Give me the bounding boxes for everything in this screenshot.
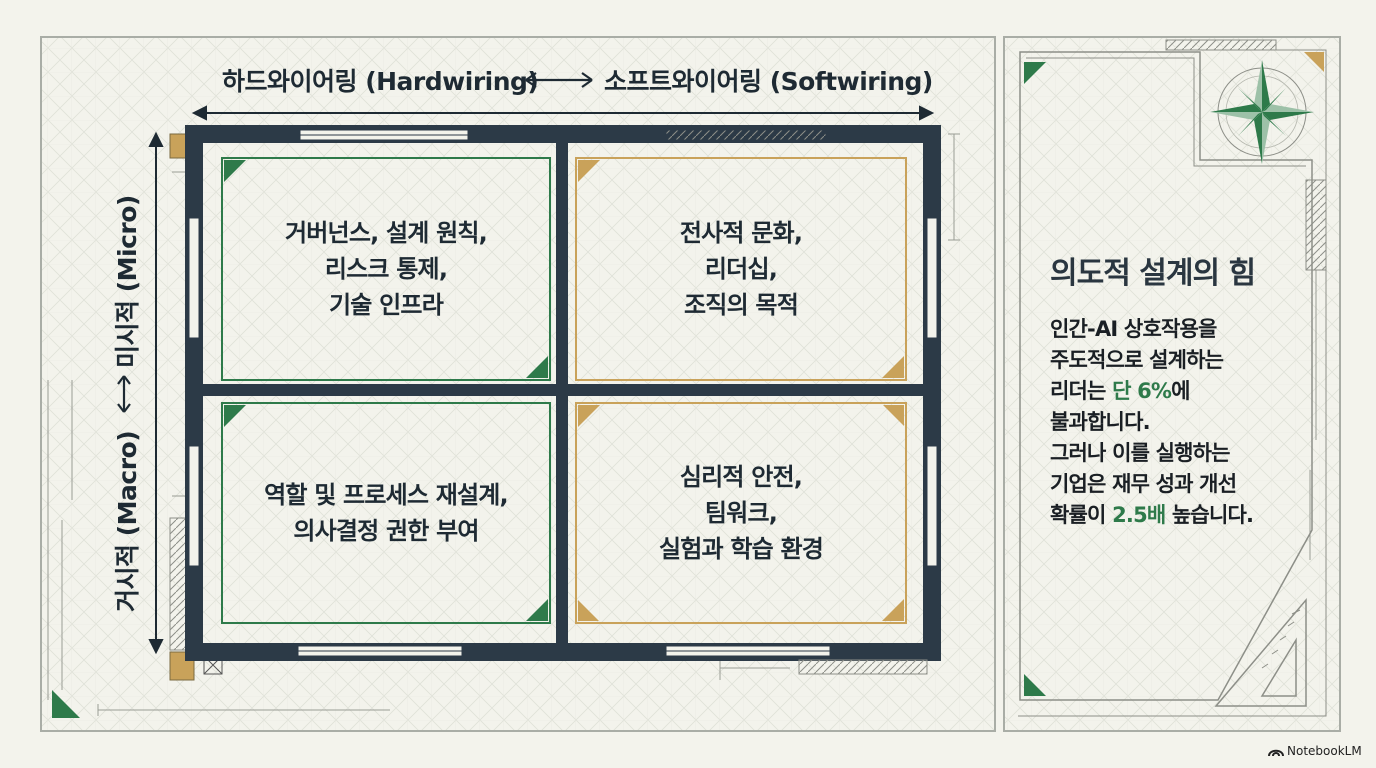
panel-line: 불과합니다. <box>1050 410 1151 434</box>
panel-text: 높습니다. <box>1165 503 1254 527</box>
panel-line: 인간-AI 상호작용을 <box>1050 317 1217 341</box>
panel-text: 확률이 <box>1050 503 1113 527</box>
brand-watermark: NotebookLM <box>1268 744 1362 758</box>
quadrant-line: 리더십, <box>704 255 778 283</box>
vertical-axis-labels: 거시적 (Macro) 미시적 (Micro) <box>108 182 142 612</box>
quadrant-line: 팀워크, <box>704 499 778 527</box>
panel-text: 리더는 <box>1050 379 1113 403</box>
quadrant-line: 심리적 안전, <box>679 463 803 491</box>
quadrant-line: 실험과 학습 환경 <box>658 535 824 563</box>
floor-plan-walls <box>185 125 941 675</box>
quadrant-line: 전사적 문화, <box>679 219 803 247</box>
quadrant-text: 역할 및 프로세스 재설계, 의사결정 권한 부여 <box>264 477 509 549</box>
stat-highlight: 단 6% <box>1112 379 1172 403</box>
panel-line: 그러나 이를 실행하는 <box>1050 441 1231 465</box>
quadrant-text: 거버넌스, 설계 원칙, 리스크 통제, 기술 인프라 <box>285 215 488 323</box>
horizontal-axis-line <box>191 105 935 121</box>
panel-title: 의도적 설계의 힘 <box>1050 256 1256 291</box>
quadrant-softwiring-micro: 전사적 문화, 리더십, 조직의 목적 <box>576 158 906 380</box>
panel-line: 리더는 단 6%에 <box>1050 376 1310 407</box>
axis-label-hardwiring: 하드와이어링 (Hardwiring) <box>222 67 539 96</box>
vertical-axis-line <box>148 131 164 655</box>
quadrant-line: 거버넌스, 설계 원칙, <box>285 219 488 247</box>
double-arrow-icon <box>525 72 593 88</box>
insight-panel: 의도적 설계의 힘 인간-AI 상호작용을 주도적으로 설계하는 리더는 단 6… <box>1050 248 1310 531</box>
quadrant-line: 역할 및 프로세스 재설계, <box>264 481 509 509</box>
double-arrow-icon <box>117 375 131 413</box>
quadrant-text: 심리적 안전, 팀워크, 실험과 학습 환경 <box>658 459 824 567</box>
axis-label-softwiring: 소프트와이어링 (Softwiring) <box>604 67 933 96</box>
quadrant-line: 리스크 통제, <box>324 255 448 283</box>
brand-label: NotebookLM <box>1287 744 1362 758</box>
quadrant-line: 기술 인프라 <box>329 291 444 319</box>
quadrant-hardwiring-macro: 역할 및 프로세스 재설계, 의사결정 권한 부여 <box>222 403 550 623</box>
notebooklm-logo-icon <box>1268 749 1284 757</box>
panel-line: 기업은 재무 성과 개선 <box>1050 472 1237 496</box>
stat-highlight: 2.5배 <box>1112 503 1166 527</box>
quadrant-line: 조직의 목적 <box>684 291 799 319</box>
axis-label-macro: 거시적 (Macro) <box>113 430 142 612</box>
panel-outer-frame <box>1003 36 1341 732</box>
quadrant-text: 전사적 문화, 리더십, 조직의 목적 <box>679 215 803 323</box>
axis-label-micro: 미시적 (Micro) <box>113 195 142 368</box>
diagram-frame <box>40 36 996 732</box>
quadrant-softwiring-macro: 심리적 안전, 팀워크, 실험과 학습 환경 <box>576 403 906 623</box>
panel-line: 주도적으로 설계하는 <box>1050 348 1224 372</box>
panel-line: 확률이 2.5배 높습니다. <box>1050 500 1310 531</box>
quadrant-line: 의사결정 권한 부여 <box>293 517 479 545</box>
ruler-triangle-icon <box>1214 597 1307 707</box>
compass-rose-icon <box>1210 60 1314 164</box>
panel-text: 에 <box>1171 379 1190 403</box>
quadrant-hardwiring-micro: 거버넌스, 설계 원칙, 리스크 통제, 기술 인프라 <box>222 158 550 380</box>
